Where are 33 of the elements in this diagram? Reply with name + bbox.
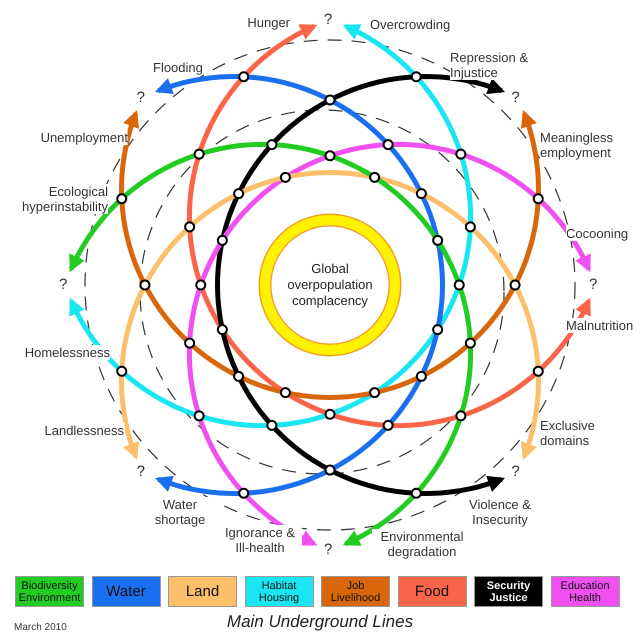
question-mark: ? [511, 88, 520, 107]
question-mark: ? [511, 463, 520, 482]
metro-line [68, 24, 474, 428]
legend-swatch: Land [168, 576, 237, 607]
outcome-label: Malnutrition [566, 318, 634, 333]
question-mark: ? [136, 88, 145, 107]
metro-line [215, 74, 505, 496]
question-mark: ? [324, 11, 332, 29]
legend-swatch: Biodiversity Environment [15, 576, 84, 607]
legend-swatch: Food [398, 576, 466, 607]
metro-line [155, 74, 445, 496]
question-mark: ? [324, 541, 332, 559]
outcome-label: Overcrowding [370, 17, 450, 32]
legend-swatch: Security Justice [474, 576, 543, 607]
outcome-label: Homelessness [24, 345, 110, 360]
question-mark: ? [589, 276, 598, 294]
hub-label: Global overpopulation complacency [286, 261, 374, 309]
metro-line [119, 170, 541, 460]
question-mark: ? [136, 463, 145, 482]
legend-swatch: Water [92, 576, 160, 607]
legend-swatch: Habitat Housing [244, 576, 314, 607]
metro-line [119, 110, 541, 400]
outcome-label: Flooding [153, 60, 203, 75]
metro-line [186, 142, 592, 546]
outcome-label: Landlessness [44, 423, 124, 438]
legend-swatch: Education Health [550, 576, 620, 607]
question-mark: ? [59, 276, 68, 294]
outcome-label: Cocooning [566, 226, 628, 241]
metro-line [186, 24, 592, 428]
outcome-label: Hunger [247, 15, 290, 30]
metro-line [68, 142, 474, 546]
legend-swatch: Job Livelihood [321, 576, 390, 607]
caption: Main Underground Lines [226, 612, 414, 632]
